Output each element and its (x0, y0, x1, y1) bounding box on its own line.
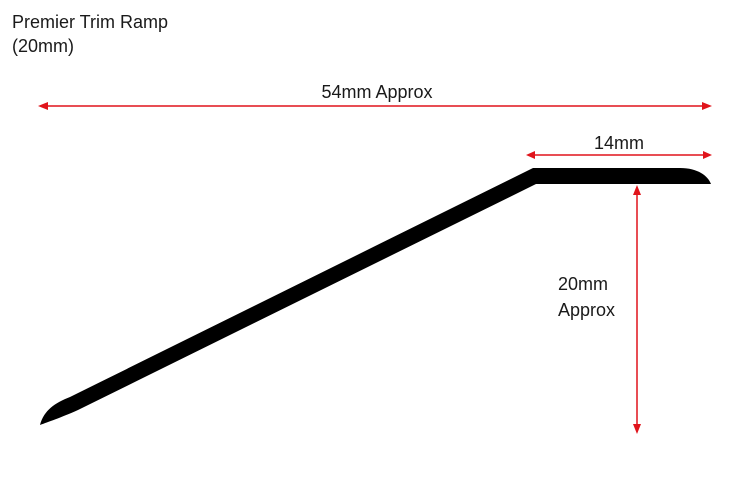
height-label-line-1: 20mm (558, 274, 608, 294)
title-line-2: (20mm) (12, 36, 74, 56)
height-label-line-2: Approx (558, 300, 615, 320)
arrowhead-left (526, 151, 535, 159)
top-width-dimension: 14mm (526, 133, 712, 159)
arrowhead-right (702, 102, 712, 110)
arrowhead-top (633, 185, 641, 195)
title-line-1: Premier Trim Ramp (12, 12, 169, 32)
overall-width-label: 54mm Approx (321, 82, 432, 102)
overall-width-dimension: 54mm Approx (38, 82, 712, 110)
top-width-label: 14mm (594, 133, 644, 153)
diagram-title: Premier Trim Ramp (20mm) (12, 10, 168, 58)
arrowhead-right (703, 151, 712, 159)
arrowhead-bottom (633, 424, 641, 434)
height-dimension: 20mm Approx (558, 185, 641, 434)
ramp-profile (40, 168, 711, 425)
arrowhead-left (38, 102, 48, 110)
